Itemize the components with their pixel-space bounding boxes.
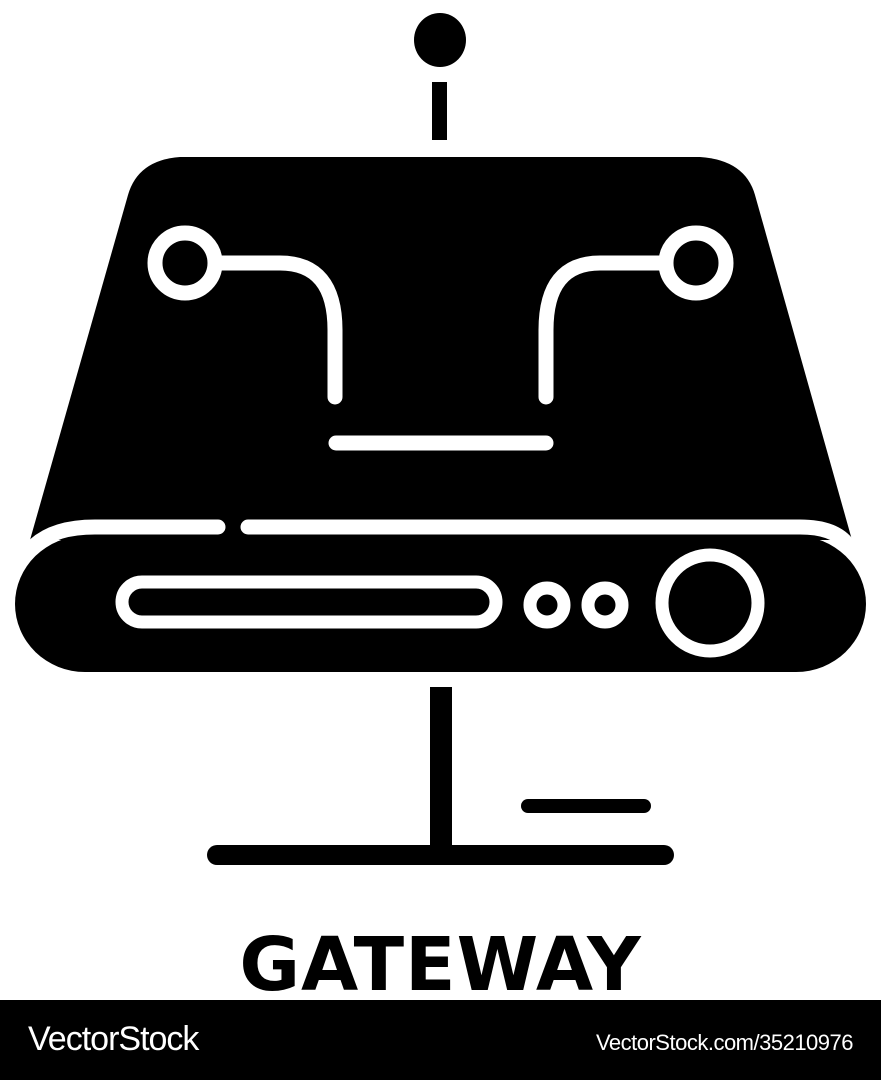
antenna-stem (432, 82, 447, 140)
router-slot (115, 575, 503, 629)
image-url-text: VectorStock.com/35210976 (595, 1030, 854, 1055)
gateway-icon (15, 13, 866, 865)
power-knob-icon (655, 548, 765, 658)
left-circuit-icon (147, 225, 343, 405)
router-base-body (15, 536, 866, 672)
watermark-footer: VectorStock VectorStock.com/35210976 (0, 1000, 881, 1080)
stand-stem (430, 687, 452, 847)
icon-caption: GATEWAY (239, 922, 642, 1008)
brand-logo: VectorStock (28, 1020, 199, 1058)
antenna-ball-icon (414, 13, 466, 67)
right-circuit-icon (538, 225, 734, 405)
led-icon (523, 581, 571, 629)
led-icon (581, 581, 629, 629)
router-top-body (30, 157, 852, 540)
